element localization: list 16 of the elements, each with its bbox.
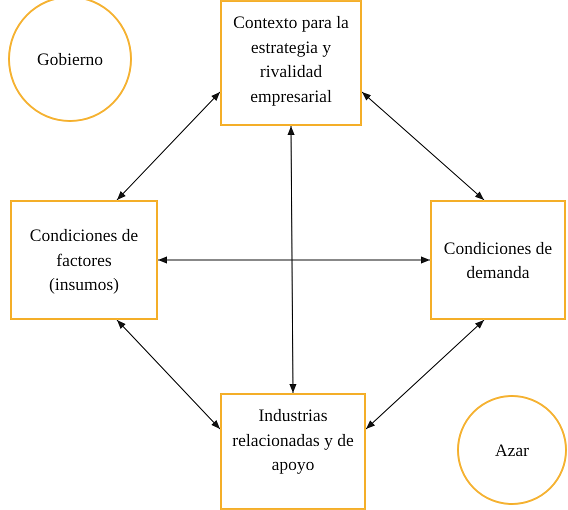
double-arrow <box>366 320 484 430</box>
double-arrow <box>287 126 297 393</box>
node-label: Industrias relacionadas y de apoyo <box>232 404 354 476</box>
factor-box <box>220 393 366 510</box>
node-label: Contexto para la estrategia y rivalidad empresarial <box>232 11 350 108</box>
double-arrow <box>116 92 220 200</box>
factor-box <box>220 0 362 126</box>
node-label: Azar <box>494 438 529 462</box>
double-arrow <box>158 256 430 264</box>
node-label: Gobierno <box>36 48 104 71</box>
double-arrow <box>362 92 484 200</box>
node-label: Condiciones de factores (insumos) <box>28 224 140 296</box>
factor-box <box>430 200 566 320</box>
double-arrow <box>116 320 220 430</box>
factor-box <box>10 200 158 320</box>
node-label: Condiciones de demanda <box>442 236 554 284</box>
